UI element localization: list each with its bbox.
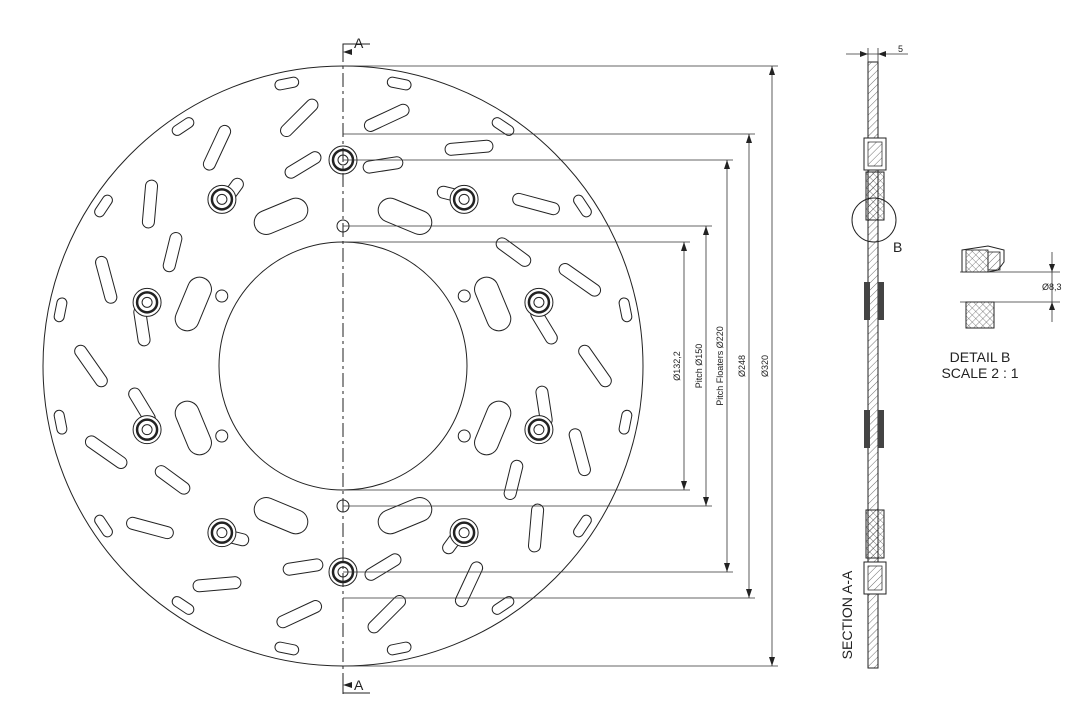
inner-window — [174, 400, 212, 456]
outer-slot — [202, 124, 232, 171]
middle-slot — [154, 465, 191, 495]
middle-slot — [282, 558, 324, 576]
bobbin-hole — [458, 527, 470, 539]
carrier-section-bottom — [865, 509, 885, 559]
outer-notch — [573, 514, 592, 538]
middle-slot — [284, 151, 322, 179]
outer-slot — [95, 255, 118, 304]
outer-notch — [94, 194, 113, 218]
outer-slot — [126, 516, 174, 540]
outer-slot — [527, 503, 545, 553]
bobbin-ring — [452, 521, 476, 544]
dim-132-label: Ø132,2 — [672, 351, 682, 381]
outer-slot — [84, 435, 128, 470]
bobbin-ring — [452, 188, 476, 211]
inner-window — [474, 400, 512, 456]
outer-notch — [53, 297, 68, 323]
outer-slot — [276, 600, 323, 629]
inner-window — [377, 497, 433, 535]
outer-slot — [367, 594, 406, 634]
dim-248-label: Ø248 — [737, 355, 747, 377]
outer-slot — [363, 103, 410, 132]
outer-slot — [454, 561, 484, 608]
inner-window — [174, 276, 212, 332]
outer-notch — [171, 596, 195, 615]
section-mark-top: A — [354, 35, 364, 51]
outer-notch — [491, 117, 515, 136]
bobbin-hole — [141, 424, 153, 436]
dim-320-label: Ø320 — [760, 355, 770, 377]
mounting-hole — [215, 289, 229, 303]
bobbin-hole — [533, 424, 545, 436]
outer-notches — [53, 76, 633, 656]
outer-notch — [53, 409, 68, 435]
bobbin-ring — [210, 521, 234, 544]
bobbin-hole — [458, 193, 470, 205]
inner-carrier-mark-1 — [864, 282, 870, 320]
carrier-section-top — [865, 171, 885, 221]
inner-window — [377, 197, 433, 235]
bobbin-hole — [533, 296, 545, 308]
section-mark-bottom: A — [354, 677, 364, 693]
outer-notch — [618, 297, 633, 323]
dim-220-label: Pitch Floaters Ø220 — [715, 326, 725, 406]
outer-notch — [491, 596, 515, 615]
middle-slot — [162, 232, 183, 273]
mounting-hole — [215, 429, 229, 443]
section-arrow-top — [342, 43, 370, 52]
bobbin-ring — [135, 418, 159, 441]
outer-notch — [618, 409, 633, 435]
dimension-lines — [343, 65, 778, 667]
outer-slot — [512, 192, 560, 216]
middle-slot — [362, 156, 404, 174]
outer-slot — [74, 344, 108, 388]
disc-front-view — [42, 65, 644, 667]
outer-notch — [171, 117, 195, 136]
outer-slot — [578, 344, 612, 388]
outer-slot — [444, 139, 494, 156]
bobbin-hole — [141, 296, 153, 308]
section-arrow-bottom — [342, 685, 370, 694]
outer-slot — [568, 428, 591, 477]
inner-window — [253, 197, 309, 235]
middle-slot — [364, 553, 402, 581]
outer-slot — [558, 262, 602, 297]
dim-150-label: Pitch Ø150 — [694, 344, 704, 389]
bobbin-ring — [527, 418, 551, 441]
inner-windows — [174, 197, 512, 535]
bobbin-ring — [135, 291, 159, 314]
outer-notch — [386, 641, 412, 656]
bobbin-hole — [216, 527, 228, 539]
outer-cooling-slots — [74, 98, 612, 634]
middle-slot — [503, 459, 524, 500]
bobbin-ring — [210, 188, 234, 211]
detail-b-circle — [851, 197, 897, 243]
outer-notch — [386, 76, 412, 91]
inner-window — [474, 276, 512, 332]
bobbin-hole — [216, 193, 228, 205]
mounting-hole — [457, 289, 471, 303]
inner-carrier-mark-2 — [864, 410, 870, 448]
detail-b-view — [960, 245, 1060, 329]
detail-title: DETAIL B — [950, 349, 1011, 365]
outer-notch — [94, 514, 113, 538]
disc-section — [867, 61, 879, 669]
section-view-title: SECTION A-A — [839, 570, 855, 659]
detail-b-callout: B — [893, 239, 902, 255]
outer-slot — [280, 98, 319, 138]
thickness-label: 5 — [898, 44, 903, 54]
outer-notch — [573, 194, 592, 218]
outer-slot — [192, 576, 242, 593]
section-view — [846, 48, 908, 669]
outer-notch — [274, 641, 300, 656]
detail-hole-dim: Ø8,3 — [1042, 282, 1062, 292]
outer-notch — [274, 76, 300, 91]
mounting-hole — [457, 429, 471, 443]
inner-window — [253, 497, 309, 535]
detail-scale: SCALE 2 : 1 — [941, 365, 1018, 381]
middle-slot — [495, 237, 532, 267]
outer-slot — [141, 179, 159, 229]
bobbin-ring — [527, 291, 551, 314]
